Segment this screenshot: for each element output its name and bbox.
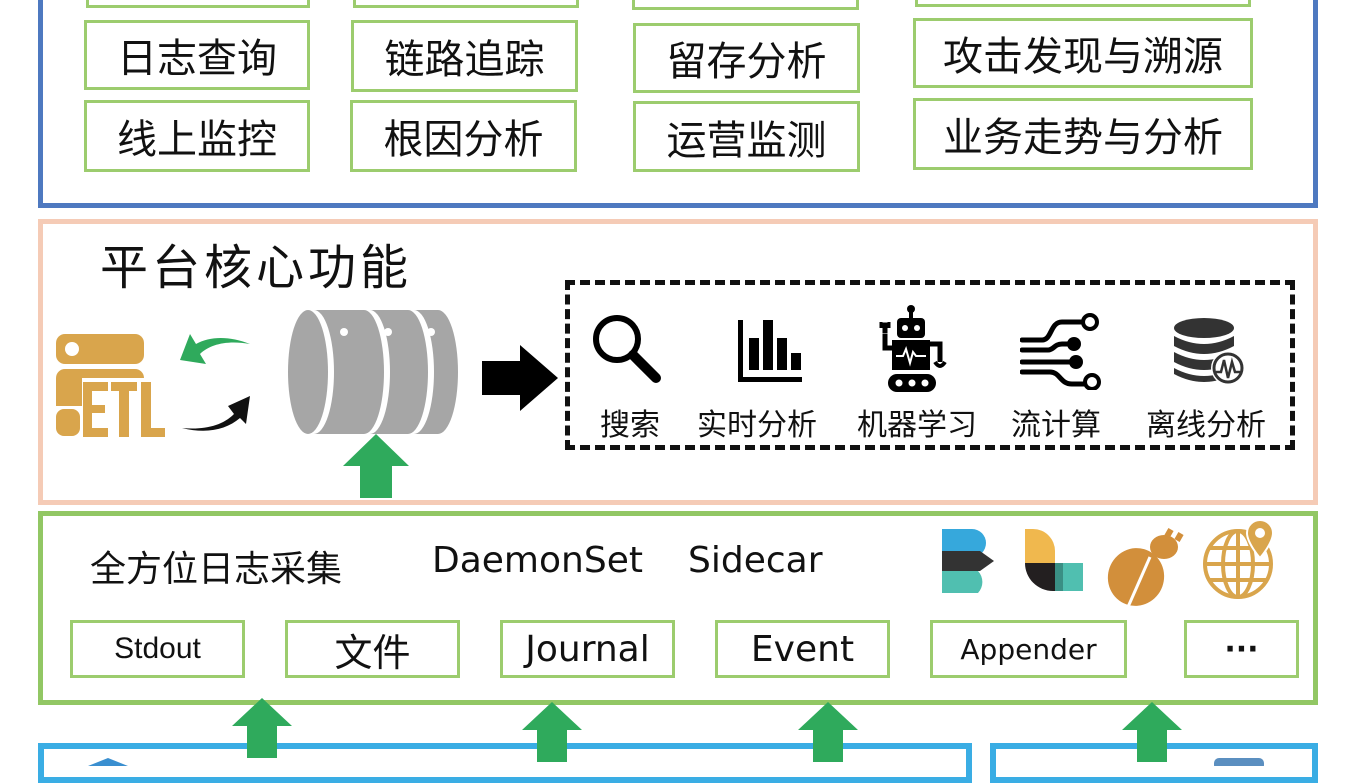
scenario-item-attack-tracing[interactable]: 攻击发现与溯源: [913, 18, 1253, 88]
scenario-item-log-query[interactable]: 日志查询: [84, 20, 310, 90]
source-journal[interactable]: Journal: [500, 620, 675, 678]
scenario-item-hidden: [632, 0, 859, 10]
feature-label-search: 搜索: [600, 408, 660, 443]
feature-label-stream-computing: 流计算: [1011, 408, 1101, 443]
feature-label-offline-analysis: 离线分析: [1146, 408, 1266, 443]
scenario-item-retention[interactable]: 留存分析: [633, 23, 860, 93]
source-file[interactable]: 文件: [285, 620, 460, 678]
collection-title: 全方位日志采集: [90, 549, 343, 590]
globe-location-icon: [1203, 520, 1275, 599]
bee-logo-icon: [1107, 528, 1184, 607]
feature-label-machine-learning: 机器学习: [857, 408, 977, 443]
bottom-right-icon: [1214, 758, 1264, 766]
up-arrow-icon: [1122, 702, 1182, 762]
storage-cluster-icon: [288, 310, 458, 434]
core-features-group: [565, 280, 1295, 450]
scenario-item-hidden: [353, 0, 579, 8]
up-arrow-icon: [522, 702, 582, 762]
source-event[interactable]: Event: [715, 620, 890, 678]
etl-icon: [56, 334, 165, 437]
core-title: 平台核心功能: [100, 240, 413, 296]
database-monitor-icon: [1174, 318, 1245, 385]
mode-sidecar: Sidecar: [688, 540, 823, 581]
right-arrow-icon: [482, 345, 558, 411]
source-stdout[interactable]: Stdout: [70, 620, 245, 678]
stream-flow-icon: [1020, 313, 1101, 390]
scenario-panel: [38, 0, 1318, 208]
robot-icon: [879, 305, 947, 392]
logstash-logo-icon: [1025, 529, 1083, 591]
scenario-item-online-monitoring[interactable]: 线上监控: [84, 100, 310, 172]
curved-arrow-to-etl-icon: [180, 334, 250, 364]
collection-panel: [38, 511, 1318, 705]
scenario-item-trace[interactable]: 链路追踪: [351, 20, 578, 92]
mode-daemonset: DaemonSet: [432, 540, 643, 581]
core-panel: [38, 219, 1318, 505]
source-more[interactable]: ···: [1184, 620, 1299, 678]
up-arrow-icon: [343, 434, 409, 498]
up-arrow-icon: [232, 698, 292, 758]
scenario-item-operations[interactable]: 运营监测: [633, 101, 860, 172]
source-appender[interactable]: Appender: [930, 620, 1127, 678]
feature-label-realtime-analysis: 实时分析: [697, 408, 817, 443]
bar-chart-icon: [738, 320, 802, 382]
up-arrow-icon: [798, 702, 858, 762]
search-icon: [593, 315, 661, 383]
scenario-item-root-cause[interactable]: 根因分析: [350, 100, 577, 172]
curved-arrow-to-storage-icon: [182, 396, 250, 431]
bottom-left-icon: [88, 758, 128, 766]
scenario-item-hidden: [86, 0, 310, 8]
scenario-item-hidden: [915, 0, 1251, 7]
scenario-item-business-trend[interactable]: 业务走势与分析: [913, 98, 1253, 170]
beats-logo-icon: [942, 529, 994, 593]
